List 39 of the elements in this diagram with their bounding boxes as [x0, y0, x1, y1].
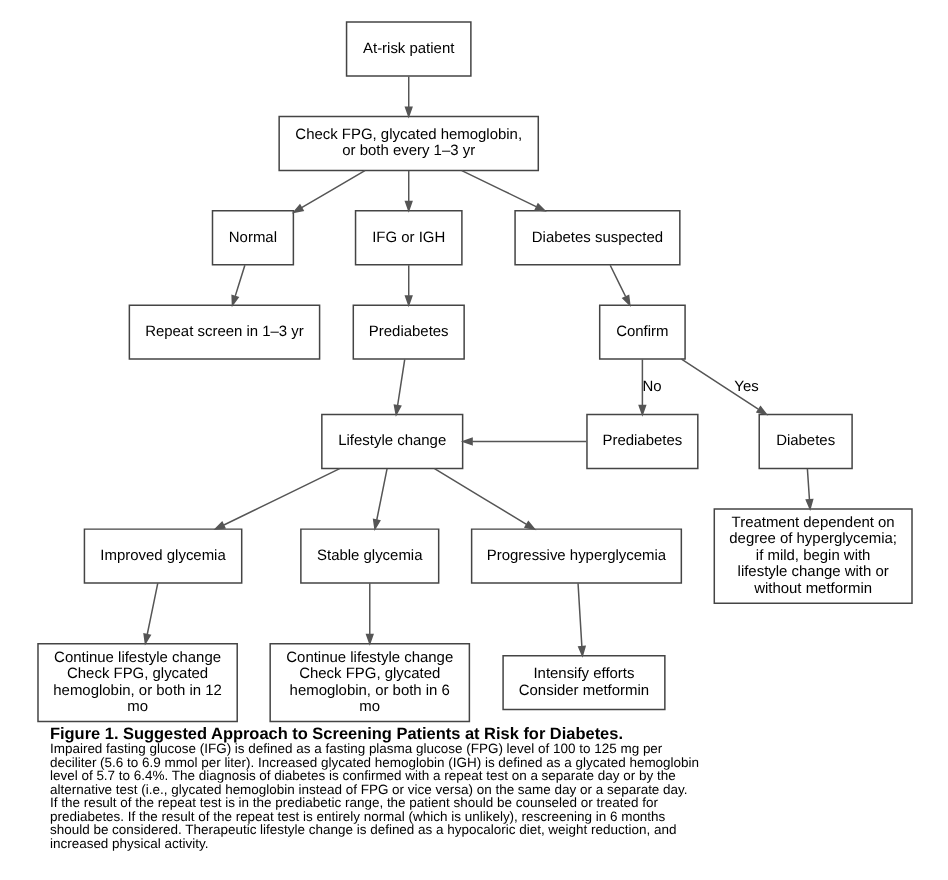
arrow	[142, 582, 158, 646]
node-box: IFG or IGH	[353, 210, 462, 266]
arrow	[212, 467, 340, 531]
arrow	[459, 437, 587, 446]
arrow	[403, 75, 412, 119]
arrow	[637, 358, 646, 417]
node-box: Continue lifestyle change Check FPG, glycated hemoglobin, or both in 6 mo	[268, 642, 470, 723]
arrow	[432, 467, 536, 531]
arrow	[364, 582, 373, 646]
arrow	[460, 169, 546, 212]
arrow	[290, 169, 365, 214]
node-box: Check FPG, glycated hemoglobin, or both every 1–3 yr	[277, 115, 539, 172]
node-box: Continue lifestyle change Check FPG, glycated hemoglobin, or both in 12 mo	[36, 642, 237, 723]
node-box: Lifestyle change	[320, 413, 463, 470]
diagram-title: Figure 1. Suggested Approach to Screening Patients at Risk for Diabetes.	[48, 725, 623, 744]
node-box: Prediabetes	[585, 413, 698, 470]
node-box: Repeat screen in 1–3 yr	[127, 304, 320, 360]
arrow	[392, 358, 405, 417]
arrow	[403, 264, 412, 308]
node-box: Prediabetes	[351, 304, 464, 360]
edge-label: Yes	[733, 376, 758, 395]
arrow	[230, 264, 245, 308]
node-box: Diabetes	[757, 413, 852, 470]
node-box: Confirm	[597, 304, 685, 360]
arrow	[679, 358, 768, 416]
node-box: Diabetes suspected	[513, 210, 680, 266]
edge-label: No	[641, 376, 661, 395]
node-box: Progressive hyperglycemia	[469, 528, 682, 584]
node-box: Intensify efforts Consider metformin	[501, 654, 665, 711]
node-box: At-risk patient	[344, 21, 471, 77]
arrow	[371, 468, 387, 532]
arrow	[804, 468, 813, 511]
node-box: Normal	[210, 210, 294, 266]
arrow	[576, 582, 586, 658]
arrow	[403, 170, 412, 213]
node-box: Improved glycemia	[82, 528, 242, 584]
node-box: Stable glycemia	[299, 528, 439, 584]
arrow	[608, 264, 630, 307]
node-box: Treatment dependent on degree of hyperglycemia; if mild, begin with lifestyle change with or without metformin	[712, 508, 912, 604]
